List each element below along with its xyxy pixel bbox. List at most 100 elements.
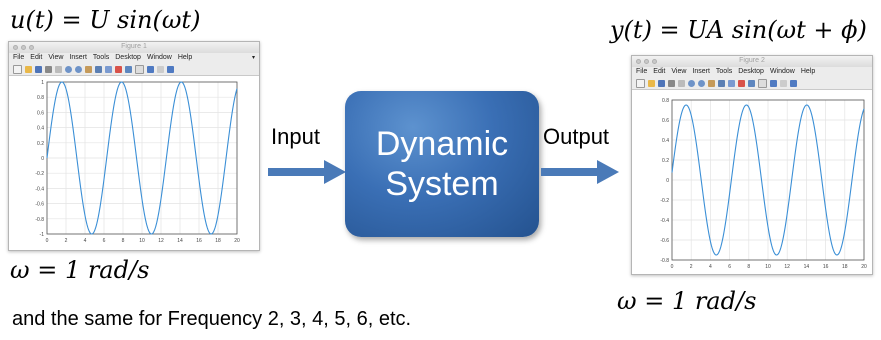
window-minimize-icon[interactable]: [21, 45, 26, 50]
x-tick-label: 16: [823, 264, 829, 270]
data-cursor-icon[interactable]: [105, 65, 112, 73]
x-tick-label: 12: [784, 264, 790, 270]
open-file-icon[interactable]: [648, 79, 655, 87]
y-tick-label: 0: [666, 178, 669, 184]
menu-help[interactable]: Help: [177, 54, 193, 61]
window-close-icon[interactable]: [636, 59, 641, 64]
system-label-line2: System: [385, 165, 499, 203]
brush-icon[interactable]: [738, 79, 745, 87]
window-close-icon[interactable]: [13, 45, 18, 50]
menu-tools[interactable]: Tools: [715, 68, 733, 75]
menu-window[interactable]: Window: [769, 68, 795, 75]
menu-tools[interactable]: Tools: [92, 54, 110, 61]
menu-file[interactable]: File: [13, 54, 25, 61]
output-arrow: [541, 160, 619, 184]
rotate-icon[interactable]: [95, 65, 102, 73]
print-icon[interactable]: [45, 65, 52, 73]
y-tick-label: -0.4: [660, 218, 669, 224]
window-zoom-icon[interactable]: [652, 59, 657, 64]
zoom-out-icon[interactable]: [698, 79, 705, 87]
pointer-icon[interactable]: [55, 65, 62, 73]
x-tick-label: 0: [46, 238, 49, 244]
zoom-in-icon[interactable]: [688, 79, 695, 87]
x-tick-label: 6: [728, 264, 731, 270]
show-tools-icon[interactable]: [790, 79, 797, 87]
save-icon[interactable]: [658, 79, 665, 87]
link-plot-icon[interactable]: [748, 79, 755, 87]
y-tick-label: 0.6: [37, 110, 44, 116]
pan-icon[interactable]: [708, 79, 715, 87]
frequency-caption: and the same for Frequency 2, 3, 4, 5, 6…: [12, 308, 412, 330]
series-line: [46, 81, 238, 235]
open-file-icon[interactable]: [25, 65, 32, 73]
y-tick-label: 0.4: [662, 138, 669, 144]
show-tools-icon[interactable]: [167, 65, 174, 73]
window-minimize-icon[interactable]: [644, 59, 649, 64]
y-tick-label: 0.8: [37, 95, 44, 101]
new-figure-icon[interactable]: [13, 64, 22, 74]
x-tick-label: 16: [196, 238, 202, 244]
x-tick-label: 10: [139, 238, 145, 244]
y-tick-label: -0.2: [660, 198, 669, 204]
x-tick-label: 4: [84, 238, 87, 244]
dynamic-system-block: Dynamic System: [345, 91, 539, 237]
link-plot-icon[interactable]: [125, 65, 132, 73]
menu-edit[interactable]: Edit: [30, 54, 43, 61]
x-tick-label: 10: [765, 264, 771, 270]
save-icon[interactable]: [35, 65, 42, 73]
x-tick-label: 20: [234, 238, 240, 244]
figure-2-menubar: File Edit View Insert Tools Desktop Wind…: [632, 67, 872, 77]
menu-help[interactable]: Help: [800, 68, 816, 75]
menu-overflow-icon[interactable]: ▾: [251, 55, 255, 61]
pan-icon[interactable]: [85, 65, 92, 73]
data-cursor-icon[interactable]: [728, 79, 735, 87]
zoom-in-icon[interactable]: [65, 65, 72, 73]
y-tick-label: -0.6: [35, 202, 44, 208]
y-tick-label: -0.6: [660, 238, 669, 244]
x-tick-label: 8: [122, 238, 125, 244]
y-tick-label: -1: [40, 232, 45, 238]
brush-icon[interactable]: [115, 65, 122, 73]
menu-view[interactable]: View: [671, 68, 687, 75]
menu-desktop[interactable]: Desktop: [738, 68, 764, 75]
omega-label-left: ω = 1 rad/s: [10, 256, 150, 284]
y-tick-label: -0.8: [660, 258, 669, 264]
print-icon[interactable]: [668, 79, 675, 87]
x-tick-label: 12: [158, 238, 164, 244]
colorbar-icon[interactable]: [135, 64, 144, 74]
x-tick-label: 14: [804, 264, 810, 270]
axes-frame: [671, 99, 865, 261]
hide-tools-icon[interactable]: [157, 65, 164, 73]
menu-insert[interactable]: Insert: [692, 68, 710, 75]
x-tick-label: 6: [103, 238, 106, 244]
series-line: [671, 104, 865, 256]
figure-2-titlebar: Figure 2: [632, 56, 872, 67]
colorbar-icon[interactable]: [758, 78, 767, 88]
y-tick-label: 0.6: [662, 118, 669, 124]
y-tick-label: 0.2: [662, 158, 669, 164]
new-figure-icon[interactable]: [636, 78, 645, 88]
menu-edit[interactable]: Edit: [653, 68, 666, 75]
y-tick-label: -0.8: [35, 217, 44, 223]
rotate-icon[interactable]: [718, 79, 725, 87]
x-tick-label: 20: [861, 264, 867, 270]
menu-file[interactable]: File: [636, 68, 648, 75]
figure-1-titlebar: Figure 1: [9, 42, 259, 53]
output-equation: y(t) = UA sin(ωt + ϕ): [610, 16, 867, 44]
window-zoom-icon[interactable]: [29, 45, 34, 50]
menu-desktop[interactable]: Desktop: [115, 54, 141, 61]
legend-icon[interactable]: [770, 79, 777, 87]
y-tick-label: 0.8: [662, 98, 669, 104]
y-tick-label: 0.2: [37, 141, 44, 147]
x-tick-label: 2: [690, 264, 693, 270]
legend-icon[interactable]: [147, 65, 154, 73]
pointer-icon[interactable]: [678, 79, 685, 87]
zoom-out-icon[interactable]: [75, 65, 82, 73]
menu-window[interactable]: Window: [146, 54, 172, 61]
menu-insert[interactable]: Insert: [69, 54, 87, 61]
hide-tools-icon[interactable]: [780, 79, 787, 87]
menu-view[interactable]: View: [48, 54, 64, 61]
